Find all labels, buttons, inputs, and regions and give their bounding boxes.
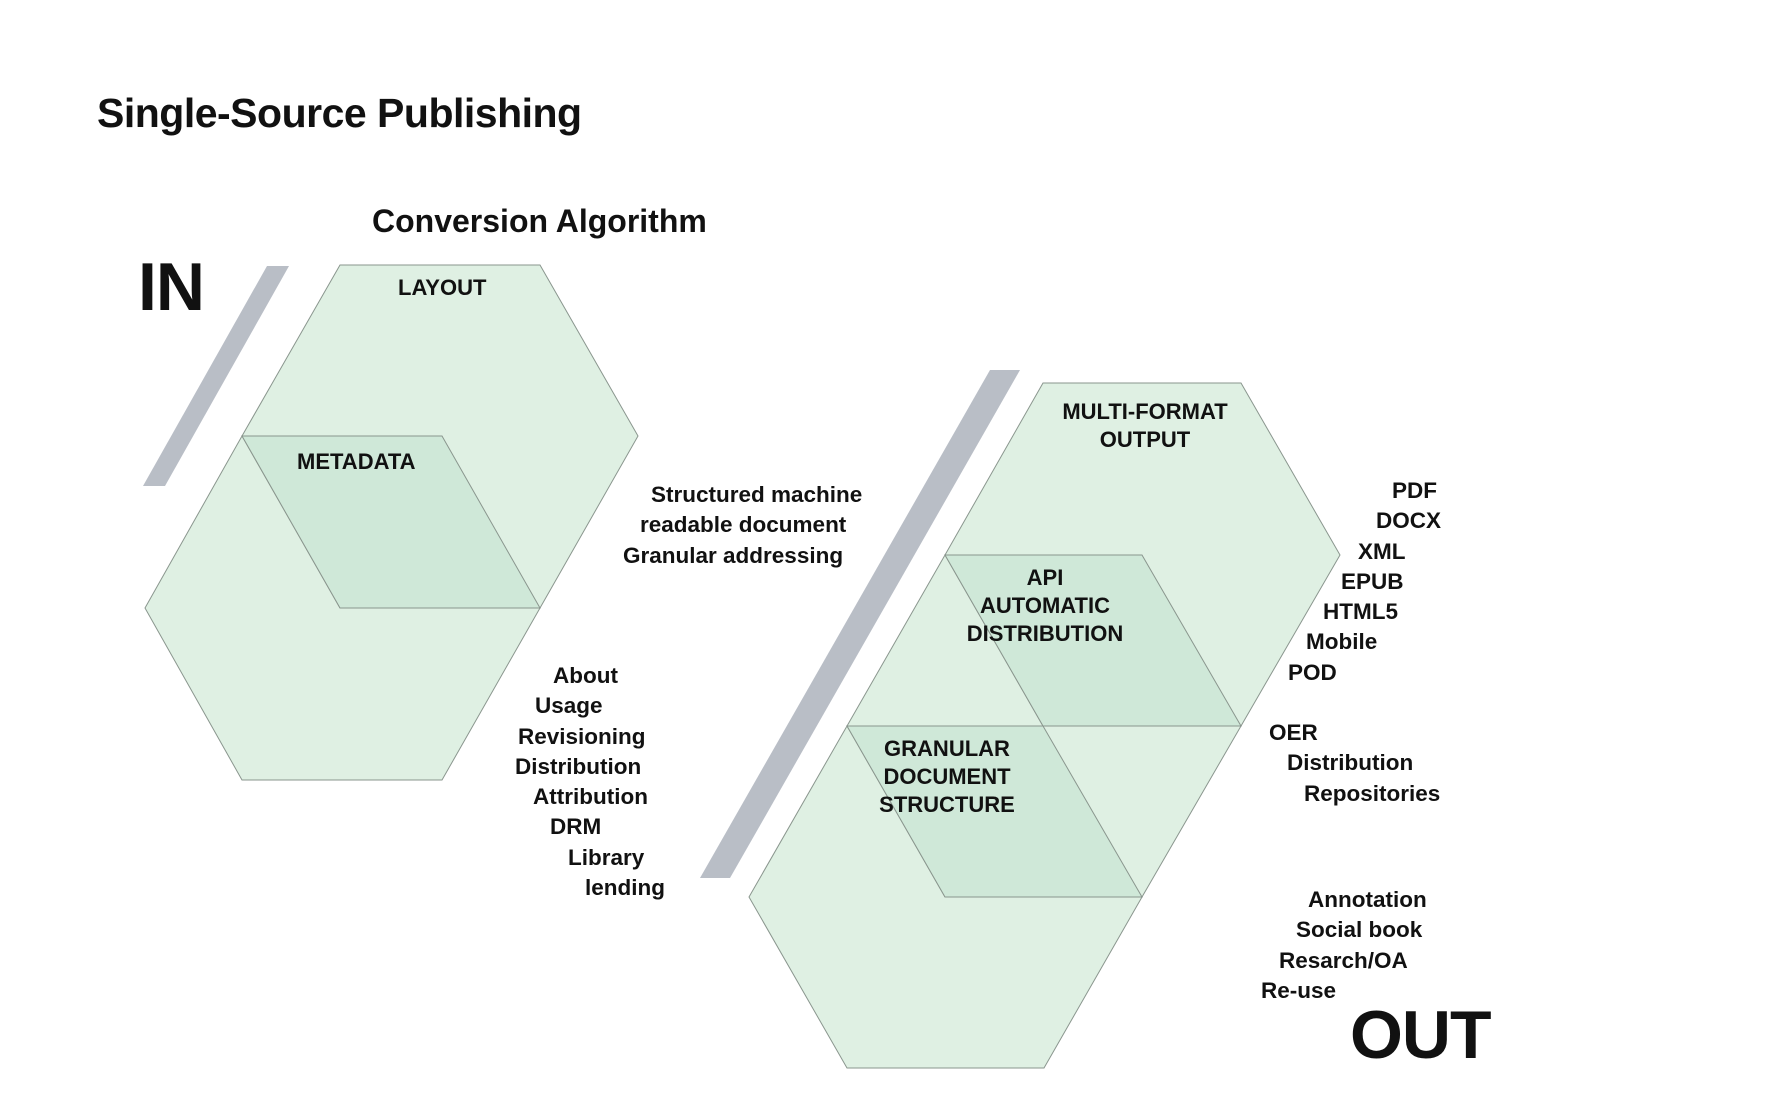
metadata-list: About Usage Revisioning Distribution Att… <box>512 661 665 903</box>
list-item: Resarch/OA <box>1279 947 1408 973</box>
list-item: Distribution <box>515 753 642 779</box>
list-item: lending <box>585 875 665 901</box>
granular-line: GRANULAR <box>884 736 1010 761</box>
page-title: Single-Source Publishing <box>97 90 582 136</box>
list-item: Library <box>568 844 645 870</box>
in-label: IN <box>138 249 205 325</box>
list-item: Structured machine <box>651 482 863 507</box>
out-label: OUT <box>1350 997 1492 1073</box>
list-item: Granular addressing <box>623 542 844 568</box>
multi-format-line: MULTI-FORMAT <box>1062 399 1228 424</box>
social-list: Annotation Social book Resarch/OA Re-use <box>1258 885 1427 1006</box>
list-item: POD <box>1288 659 1337 685</box>
list-item: DOCX <box>1376 508 1442 534</box>
list-item: DRM <box>550 814 602 840</box>
metadata-label: METADATA <box>297 449 416 474</box>
list-item: XML <box>1358 538 1406 564</box>
list-item: PDF <box>1392 478 1437 503</box>
list-item: Distribution <box>1287 750 1414 776</box>
metadata-facet <box>241 435 541 609</box>
granular-label: GRANULAR DOCUMENT STRUCTURE <box>842 735 1052 819</box>
out-divider-bar <box>700 370 1020 878</box>
granular-facet <box>846 725 1143 898</box>
format-list: PDF DOCX XML EPUB HTML5 Mobile POD <box>1285 476 1441 688</box>
layout-label: LAYOUT <box>398 275 487 300</box>
multi-format-line: OUTPUT <box>1099 427 1191 452</box>
list-item: Revisioning <box>518 723 646 749</box>
list-item: OER <box>1269 720 1318 745</box>
list-item: Mobile <box>1306 629 1378 655</box>
api-line: AUTOMATIC <box>980 593 1110 618</box>
list-item: Social book <box>1296 917 1423 943</box>
structured-list: Structured machine readable document Gra… <box>620 480 862 571</box>
diagram-subtitle: Conversion Algorithm <box>372 203 707 239</box>
distribution-list: OER Distribution Repositories <box>1266 718 1440 809</box>
api-facet <box>944 554 1242 727</box>
api-label: API AUTOMATIC DISTRIBUTION <box>940 564 1150 648</box>
list-item: readable document <box>640 512 847 538</box>
granular-line: STRUCTURE <box>879 792 1015 817</box>
list-item: Repositories <box>1304 780 1441 806</box>
list-item: About <box>553 663 618 688</box>
api-line: DISTRIBUTION <box>966 621 1124 646</box>
list-item: Usage <box>535 693 603 719</box>
list-item: EPUB <box>1341 568 1404 594</box>
list-item: HTML5 <box>1323 599 1398 625</box>
list-item: Attribution <box>533 784 648 810</box>
list-item: Re-use <box>1261 977 1337 1003</box>
in-divider-bar <box>143 266 289 486</box>
granular-line: DOCUMENT <box>883 764 1011 789</box>
api-line: API <box>1026 565 1064 590</box>
multi-format-label: MULTI-FORMAT OUTPUT <box>1040 398 1250 454</box>
list-item: Annotation <box>1308 887 1427 912</box>
